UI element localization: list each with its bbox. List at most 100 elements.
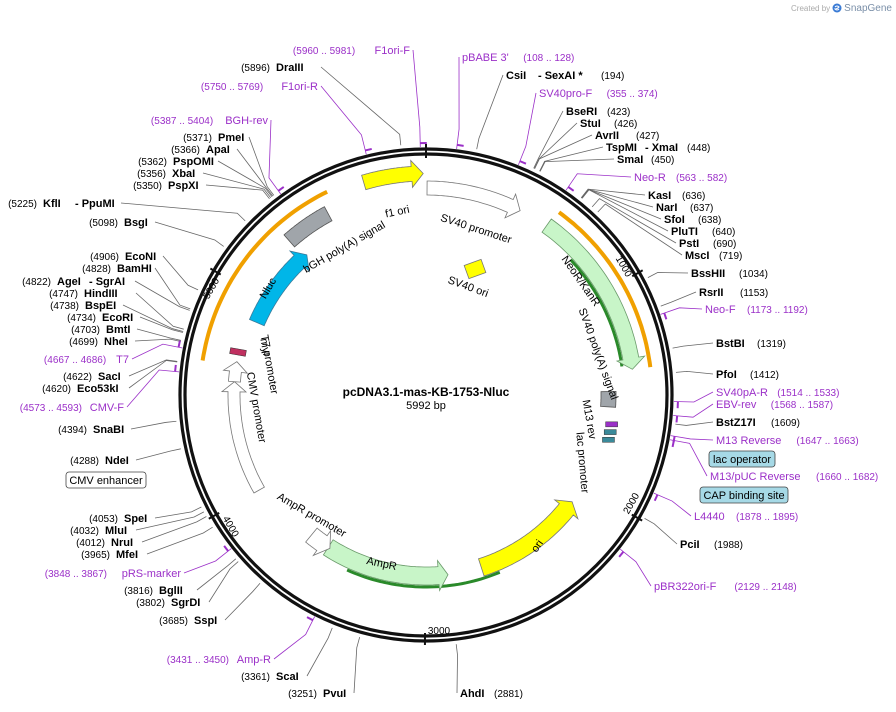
site-sspi[interactable]: (3685)SspI [159, 615, 217, 627]
site-position: (3361) [241, 672, 270, 683]
site-name: KflI [43, 198, 61, 210]
site-ecori[interactable]: (4734)EcoRI [67, 312, 133, 324]
feature-bgh-polya[interactable] [283, 206, 333, 248]
site-pspxi[interactable]: (5350)PspXI [133, 180, 198, 192]
site-econi[interactable]: (4906)EcoNI [90, 251, 156, 263]
site-nhei[interactable]: (4699)NheI [69, 336, 128, 348]
primer-f1ori-f[interactable]: F1ori-F(5960 .. 5981) [293, 45, 410, 57]
primer-prs-marker[interactable]: pRS-marker(3848 .. 3867) [45, 568, 182, 580]
site-name: SmaI [617, 154, 643, 166]
site-bstz17i[interactable]: BstZ17I(1609) [716, 417, 800, 429]
primer-range: (5750 .. 5769) [201, 82, 263, 93]
primer-m13-puc-reverse[interactable]: M13/pUC Reverse(1660 .. 1682) [710, 471, 878, 483]
site-bsgi[interactable]: (5098)BsgI [89, 217, 148, 229]
site-spei[interactable]: (4053)SpeI [89, 513, 147, 525]
primer-neo-f[interactable]: Neo-F(1173 .. 1192) [705, 304, 808, 316]
site-rsrii[interactable]: RsrII(1153) [699, 287, 768, 299]
label-box-lac-operator[interactable]: lac operator [708, 450, 776, 468]
site-pfoi[interactable]: PfoI(1412) [716, 369, 779, 381]
site-pspomi[interactable]: (5362)PspOMI [138, 156, 214, 168]
site-pmei[interactable]: (5371)PmeI [183, 132, 244, 144]
primer-name: pBABE 3' [462, 52, 509, 64]
site-mlui[interactable]: (4032)MluI [70, 525, 127, 537]
site-scai[interactable]: (3361)ScaI [241, 671, 299, 683]
feature-neor-kanr[interactable] [541, 218, 646, 370]
site-ahdi[interactable]: AhdI(2881) [460, 688, 523, 700]
site-nari[interactable]: NarI(637) [656, 202, 713, 214]
site-agei[interactable]: (4822)AgeI- SgrAI [22, 276, 125, 288]
label-box-cap-binding-site[interactable]: CAP binding site [699, 486, 789, 504]
feature-ampr-promoter[interactable] [305, 527, 332, 557]
site-stui[interactable]: StuI(426) [580, 118, 637, 130]
site-bspei[interactable]: (4738)BspEI [50, 300, 116, 312]
label-box-cmv-enhancer[interactable]: CMV enhancer [65, 471, 147, 489]
primer-ebv-rev[interactable]: EBV-rev(1568 .. 1587) [716, 399, 833, 411]
primer-bgh-rev[interactable]: BGH-rev(5387 .. 5404) [151, 115, 269, 127]
feature-ori[interactable] [477, 499, 579, 577]
site-kfli[interactable]: (5225)KflI- PpuMI [8, 198, 115, 210]
site-pluti[interactable]: PluTI(640) [671, 226, 735, 238]
feature-sv40-ori-box[interactable] [463, 258, 487, 280]
site-pvui[interactable]: (3251)PvuI [288, 688, 346, 700]
primer-name: L4440 [694, 511, 725, 523]
primer-f1ori-r[interactable]: F1ori-R(5750 .. 5769) [201, 81, 318, 93]
site-apai[interactable]: (5366)ApaI [171, 144, 230, 156]
feature-sv40-polya[interactable] [600, 390, 617, 408]
primer-pbr322ori-f[interactable]: pBR322ori-F(2129 .. 2148) [654, 581, 797, 593]
primer-cmv-f[interactable]: CMV-F(4573 .. 4593) [20, 402, 125, 414]
site-position: (4906) [90, 252, 119, 263]
site-snabi[interactable]: (4394)SnaBI [58, 424, 124, 436]
site-msci[interactable]: MscI(719) [685, 250, 742, 262]
site-mfei[interactable]: (3965)MfeI [81, 549, 138, 561]
primer-sv40pro-f[interactable]: SV40pro-F(355 .. 374) [539, 88, 658, 100]
site-draiii[interactable]: (5896)DraIII [241, 62, 303, 74]
site-eco53ki[interactable]: (4620)Eco53kI [42, 383, 119, 395]
feature-sv40-promoter[interactable] [426, 180, 521, 219]
site-psti[interactable]: PstI(690) [679, 238, 736, 250]
site-bglii[interactable]: (3816)BglII [124, 585, 183, 597]
site-avrii[interactable]: AvrII(427) [595, 130, 659, 142]
site-bseri[interactable]: BseRI(423) [566, 106, 630, 118]
labels: CsiI- SexAI *(194) BseRI(423)StuI(426)Avr… [8, 45, 878, 700]
site-xbai[interactable]: (5356)XbaI [137, 168, 195, 180]
feature-myr-box[interactable] [229, 347, 247, 357]
site-kasi[interactable]: KasI(636) [648, 190, 705, 202]
primer-range: (4667 .. 4686) [44, 355, 106, 366]
site-bmti[interactable]: (4703)BmtI [71, 324, 130, 336]
primer-l4440[interactable]: L4440(1878 .. 1895) [694, 511, 798, 523]
site-ndei[interactable]: (4288)NdeI [70, 455, 129, 467]
site-tspmi[interactable]: TspMI- XmaI(448) [606, 142, 710, 154]
feature-f1-ori[interactable] [361, 159, 424, 191]
site-name: PmeI [218, 132, 244, 144]
site-hindiii[interactable]: (4747)HindIII [49, 288, 118, 300]
primer-m13-reverse[interactable]: M13 Reverse(1647 .. 1663) [716, 435, 859, 447]
site-bsshii[interactable]: BssHII(1034) [691, 268, 768, 280]
site-extra: - XmaI [645, 142, 678, 154]
site-smai[interactable]: SmaI(450) [617, 154, 674, 166]
site-nrui[interactable]: (4012)NruI [76, 537, 133, 549]
site-sfoi[interactable]: SfoI(638) [664, 214, 721, 226]
primer-mark [618, 551, 625, 558]
site-position: (3251) [288, 689, 317, 700]
site-csii[interactable]: CsiI- SexAI *(194) [506, 70, 624, 82]
primer-name: Neo-F [705, 304, 736, 316]
site-name: SnaBI [93, 424, 124, 436]
site-bamhi[interactable]: (4828)BamHI [82, 263, 152, 275]
feature-cmv-promoter[interactable] [220, 381, 265, 494]
primer-pbabe-3[interactable]: pBABE 3'(108 .. 128) [462, 52, 574, 64]
site-saci[interactable]: (4622)SacI [63, 371, 121, 383]
site-bstbi[interactable]: BstBI(1319) [716, 338, 786, 350]
site-pcii[interactable]: PciI(1988) [680, 539, 743, 551]
site-position: (637) [690, 203, 713, 214]
primer-amp-r[interactable]: Amp-R(3431 .. 3450) [167, 654, 271, 666]
primer-name: F1ori-F [375, 45, 411, 57]
site-sgrdi[interactable]: (3802)SgrDI [136, 597, 200, 609]
primer-neo-r[interactable]: Neo-R(563 .. 582) [634, 172, 727, 184]
site-position: (3816) [124, 586, 153, 597]
feature-t7-promoter[interactable] [222, 361, 249, 383]
feature-nluc[interactable] [248, 250, 310, 327]
feature-ampr[interactable] [322, 539, 449, 592]
primer-range: (3848 .. 3867) [45, 569, 107, 580]
primer-sv40pa-r[interactable]: SV40pA-R(1514 .. 1533) [716, 387, 839, 399]
primer-t7[interactable]: T7(4667 .. 4686) [44, 354, 129, 366]
